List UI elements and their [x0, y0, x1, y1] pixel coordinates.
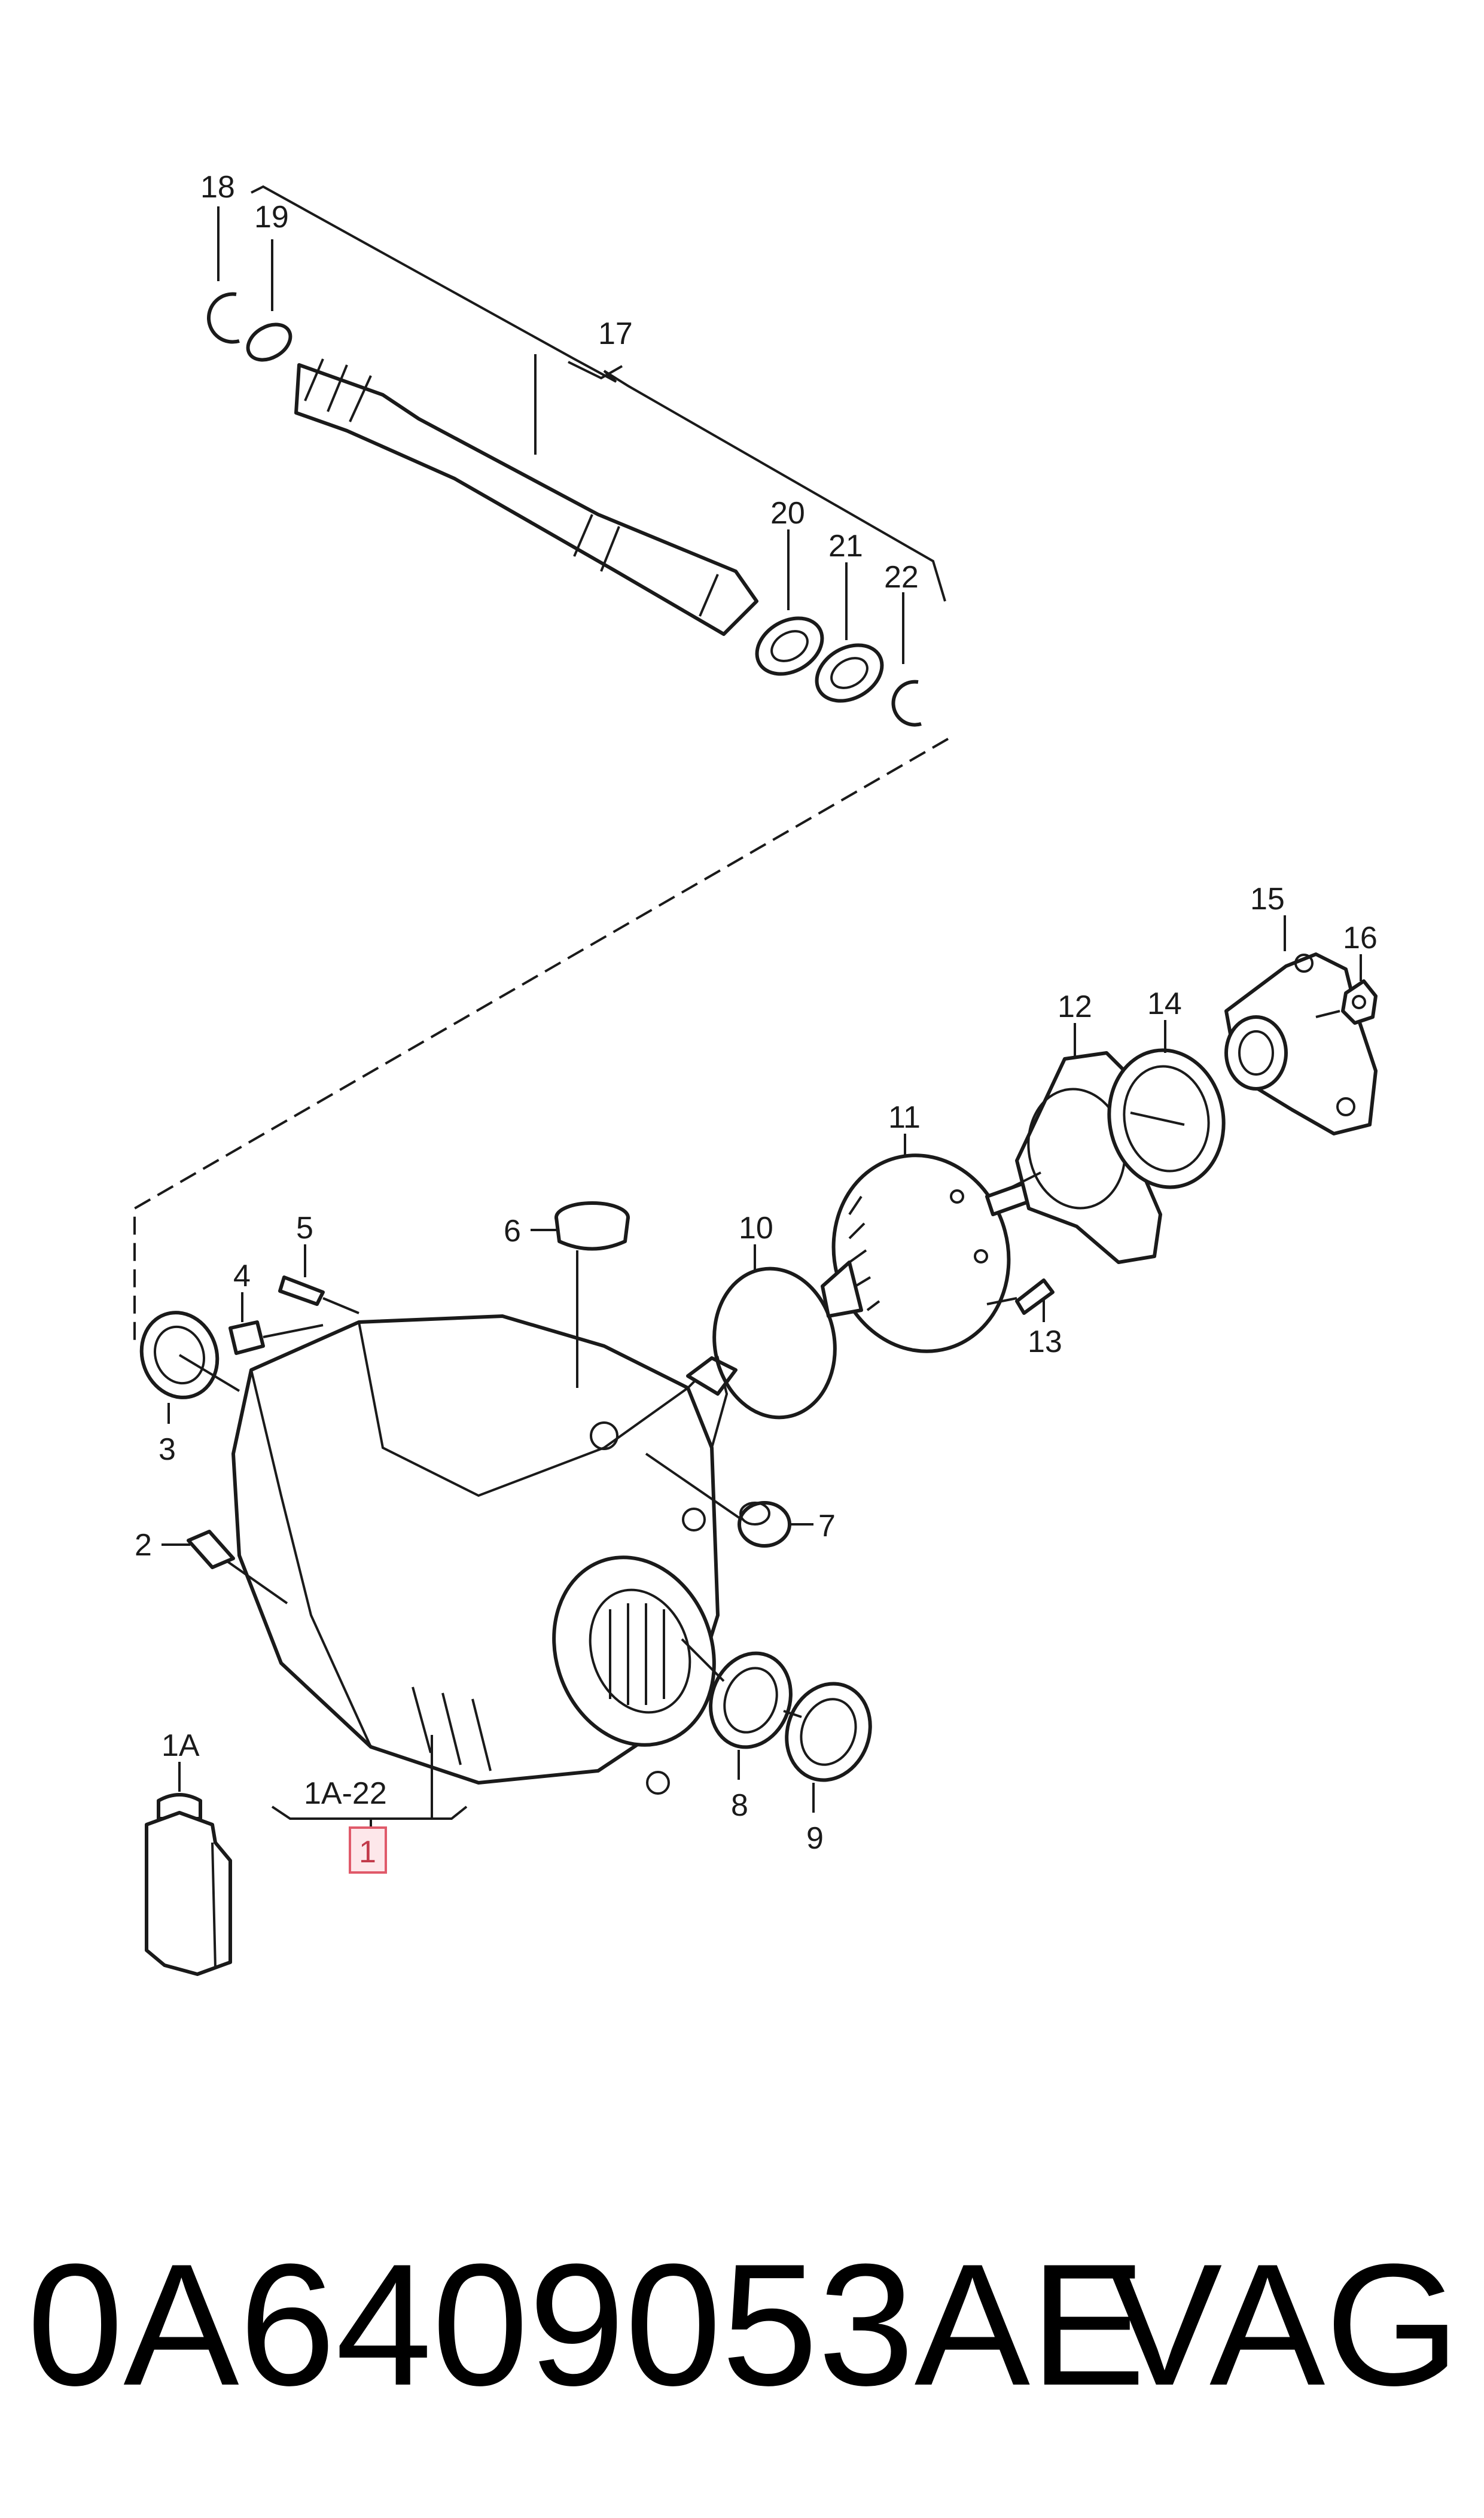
label-18: 18	[200, 170, 235, 205]
bolt-2	[187, 1530, 235, 1569]
transfer-case-housing	[231, 1314, 729, 1795]
bearing-20	[755, 616, 824, 676]
label-17: 17	[598, 316, 633, 351]
plug-4	[228, 1320, 265, 1355]
label-4: 4	[233, 1259, 251, 1293]
label-2: 2	[135, 1528, 152, 1563]
ring-gear-11	[821, 1153, 1037, 1353]
label-7: 7	[818, 1509, 836, 1543]
bearing-21	[815, 643, 884, 703]
oil-bottle-1a	[145, 1793, 232, 1976]
flange-15	[1224, 952, 1378, 1135]
label-19: 19	[254, 200, 289, 235]
snap-ring-22	[891, 680, 922, 727]
assembly-dashed-line	[133, 738, 949, 1353]
label-1[interactable]: 1	[359, 1835, 376, 1870]
nut-16	[1341, 979, 1378, 1025]
label-21: 21	[828, 529, 863, 564]
bracket-17	[251, 185, 946, 602]
callout-1-highlight[interactable]	[349, 1826, 387, 1874]
label-15: 15	[1250, 882, 1285, 917]
label-13: 13	[1028, 1325, 1062, 1359]
cap-7	[738, 1501, 791, 1548]
drive-shaft-17	[294, 358, 758, 636]
footer: 0A6409053AE VAG	[0, 2225, 1484, 2422]
label-11: 11	[888, 1100, 921, 1135]
label-20: 20	[770, 496, 805, 531]
label-10: 10	[739, 1211, 773, 1246]
seal-8	[709, 1651, 793, 1749]
label-9: 9	[806, 1821, 824, 1856]
part-number: 0A6409053AE	[27, 2228, 1146, 2422]
screw-5	[278, 1275, 325, 1306]
bolt-13	[1015, 1278, 1055, 1315]
seal-14	[1107, 1048, 1226, 1189]
snap-ring-18	[207, 292, 240, 344]
label-3: 3	[159, 1432, 176, 1467]
label-6: 6	[504, 1214, 521, 1249]
o-ring-19	[246, 322, 292, 362]
brand-name: VAG	[1107, 2228, 1460, 2422]
seal-9	[785, 1682, 872, 1782]
label-16: 16	[1343, 921, 1378, 955]
o-ring-10	[712, 1266, 837, 1420]
label-1a: 1A	[161, 1728, 200, 1763]
label-22: 22	[884, 560, 919, 595]
housing-output-stub	[686, 1356, 738, 1396]
label-8: 8	[731, 1788, 748, 1823]
label-14: 14	[1147, 987, 1182, 1021]
label-1a-22: 1A-22	[304, 1776, 387, 1811]
cap-6	[554, 1201, 630, 1251]
label-5: 5	[296, 1211, 313, 1246]
label-12: 12	[1058, 989, 1092, 1024]
